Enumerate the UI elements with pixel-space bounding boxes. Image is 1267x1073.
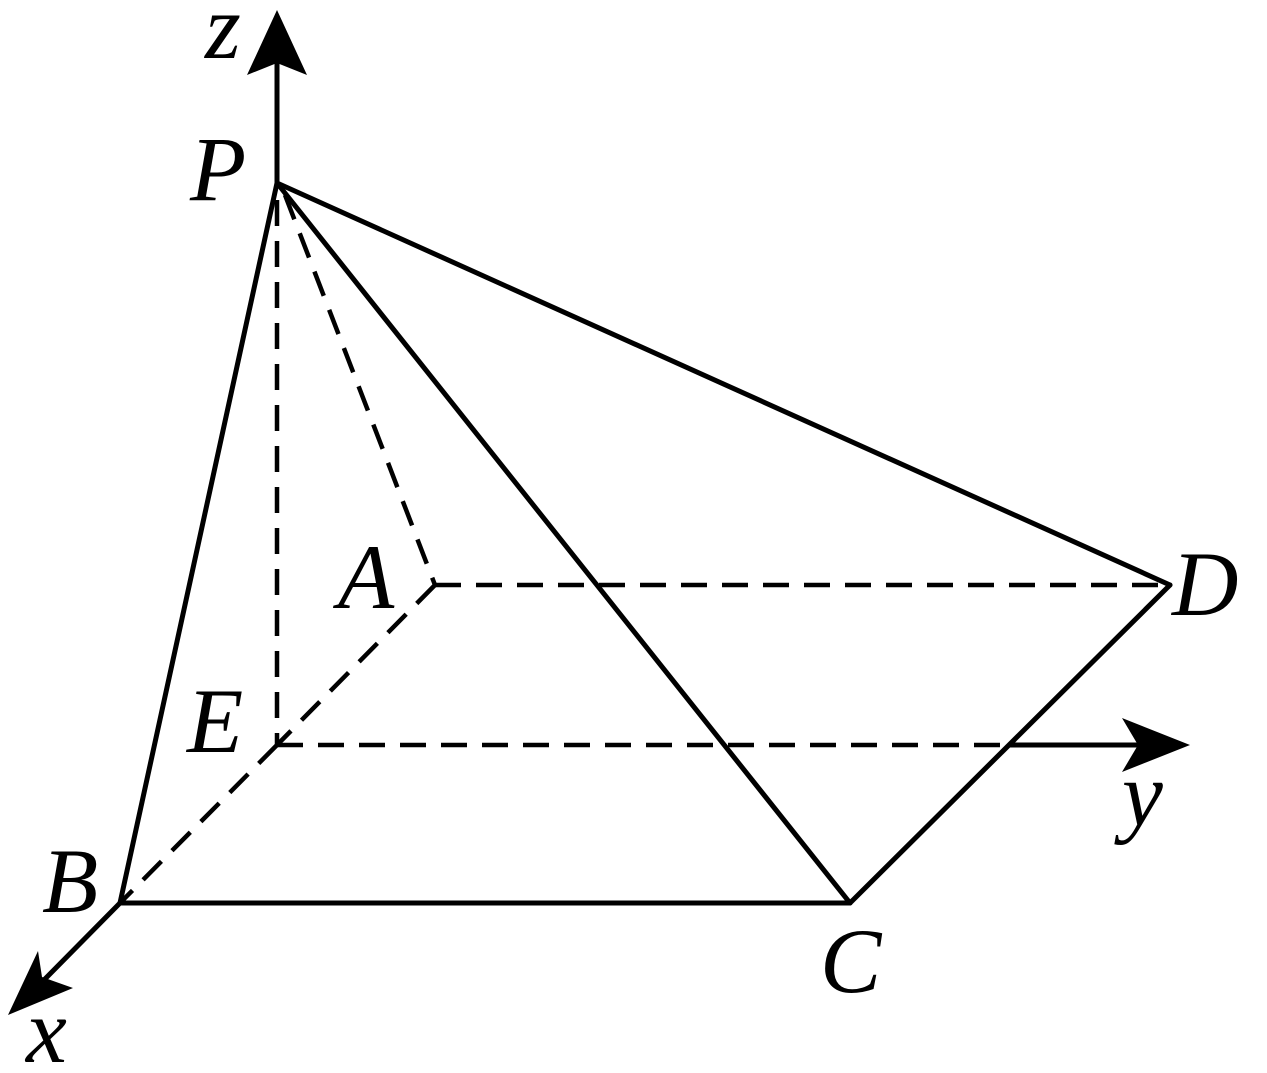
label-C: C (820, 910, 883, 1012)
edge-PC (274, 180, 853, 906)
label-B: B (42, 830, 98, 932)
label-P: P (189, 118, 246, 220)
edge-EB-hidden (118, 743, 279, 905)
label-A: A (332, 526, 395, 628)
label-D: D (1170, 533, 1238, 635)
label-z: z (203, 0, 241, 78)
edge-AE-hidden (275, 583, 437, 747)
z-axis-arrow-icon (247, 10, 307, 75)
edge-CD (847, 582, 1173, 906)
label-x: x (24, 980, 67, 1073)
x-axis-arrow-icon (8, 951, 73, 1015)
x-axis (39, 900, 123, 985)
label-y: y (1114, 743, 1163, 845)
edge-PA-hidden (282, 194, 438, 586)
y-axis-arrow-icon (1122, 718, 1190, 772)
label-E: E (185, 670, 243, 772)
edge-PD (274, 180, 1173, 588)
edge-PB (117, 180, 280, 906)
